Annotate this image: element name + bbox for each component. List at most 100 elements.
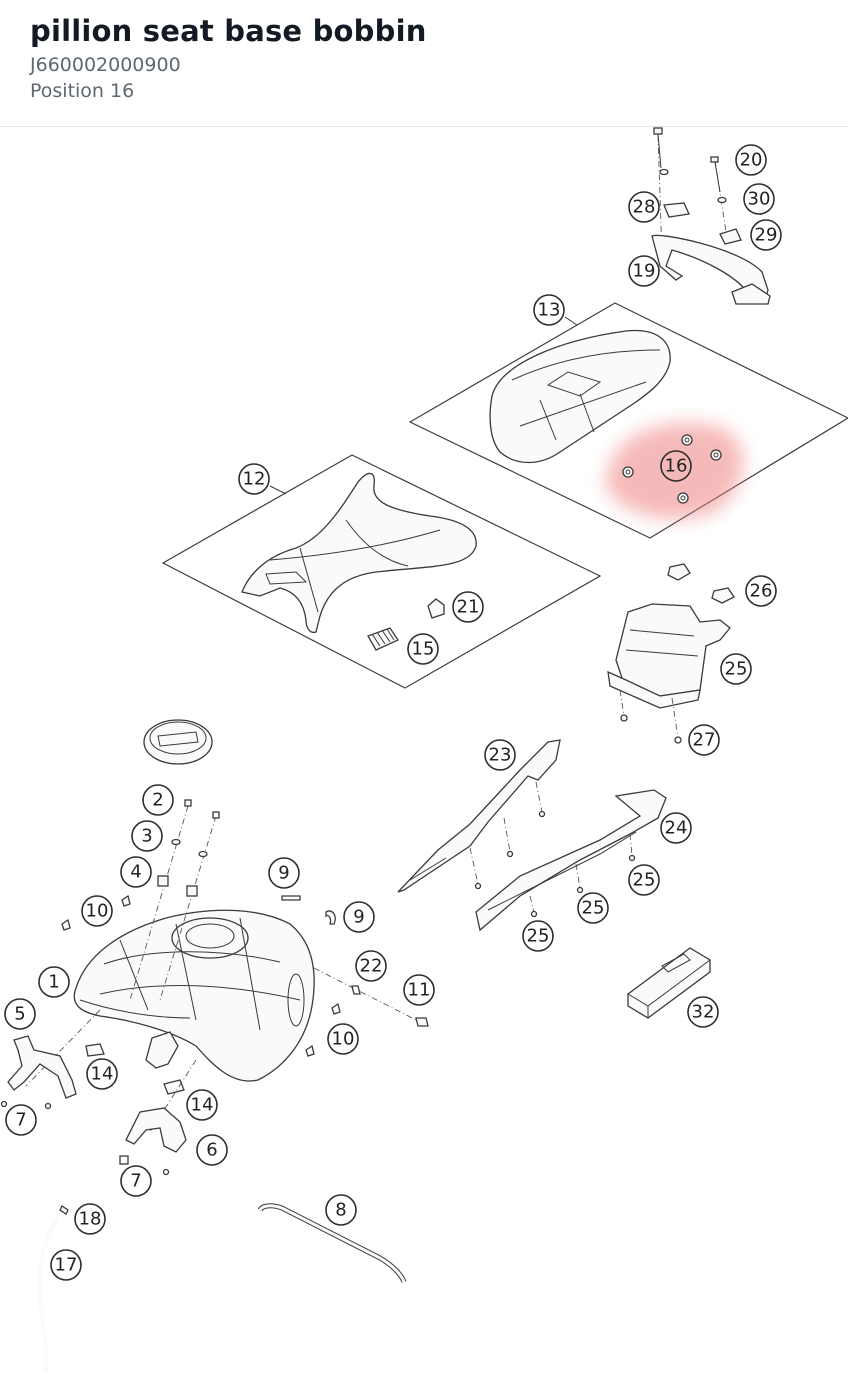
exploded-parts-diagram: 20 30 28 29 19 13 16 12 21 15 26 25 27 2… [0, 127, 848, 1390]
svg-text:8: 8 [335, 1200, 346, 1221]
callout-13[interactable]: 13 [533, 294, 565, 326]
callout-14-a[interactable]: 14 [86, 1058, 118, 1090]
svg-text:15: 15 [412, 639, 435, 660]
callout-9-a[interactable]: 9 [268, 857, 300, 889]
rider-seat-frame [161, 454, 602, 689]
callout-16[interactable]: 16 [660, 450, 692, 482]
highlight-area [605, 422, 744, 519]
callout-15[interactable]: 15 [407, 633, 439, 665]
callout-25-b[interactable]: 25 [577, 892, 609, 924]
leader-lines [269, 316, 578, 495]
callout-24[interactable]: 24 [660, 812, 692, 844]
callout-26[interactable]: 25 [720, 653, 752, 685]
svg-text:26: 26 [750, 581, 773, 602]
callout-28[interactable]: 27 [688, 724, 720, 756]
svg-text:19: 19 [633, 261, 656, 282]
drain-hose [36, 1205, 69, 1373]
callout-4[interactable]: 4 [120, 856, 152, 888]
part-title: pillion seat base bobbin [30, 14, 427, 48]
callout-27[interactable]: 26 [745, 575, 777, 607]
svg-text:18: 18 [79, 1209, 102, 1230]
callout-25-a[interactable]: 25 [628, 864, 660, 896]
svg-text:6: 6 [206, 1140, 217, 1161]
svg-text:10: 10 [86, 901, 109, 922]
callout-7-b[interactable]: 7 [120, 1165, 152, 1197]
svg-text:27: 27 [693, 730, 716, 751]
svg-text:3: 3 [141, 826, 152, 847]
rider-seat [241, 472, 477, 634]
callout-7-a[interactable]: 7 [5, 1104, 37, 1136]
callout-8[interactable]: 8 [325, 1194, 357, 1226]
seat-lock-part [427, 598, 445, 619]
callout-18[interactable]: 18 [74, 1203, 106, 1235]
svg-text:21: 21 [457, 597, 480, 618]
callout-10-a[interactable]: 10 [81, 895, 113, 927]
callout-14-b[interactable]: 14 [186, 1089, 218, 1121]
callout-29[interactable]: 28 [628, 191, 660, 223]
svg-text:2: 2 [152, 790, 163, 811]
part-number: J660002000900 [30, 54, 181, 76]
seat-base-bobbins [622, 434, 722, 504]
seat-pad-part [367, 627, 399, 651]
svg-text:7: 7 [130, 1171, 141, 1192]
fuel-tank [73, 909, 429, 1082]
callout-1[interactable]: 1 [38, 966, 70, 998]
pillion-seat-frame [408, 302, 848, 539]
svg-text:1: 1 [48, 972, 59, 993]
svg-text:28: 28 [633, 197, 656, 218]
position-label: Position 16 [30, 80, 135, 102]
callout-31[interactable]: 30 [743, 183, 775, 215]
callout-11[interactable]: 11 [403, 974, 435, 1006]
callout-30[interactable]: 29 [750, 219, 782, 251]
svg-text:11: 11 [408, 980, 431, 1001]
svg-text:25: 25 [725, 659, 748, 680]
callout-6[interactable]: 6 [196, 1134, 228, 1166]
tank-brackets [0, 1009, 197, 1176]
subframe-left [397, 739, 561, 893]
svg-text:16: 16 [665, 456, 688, 477]
svg-text:4: 4 [130, 862, 141, 883]
callout-23[interactable]: 23 [484, 739, 516, 771]
callout-10-b[interactable]: 10 [327, 1023, 359, 1055]
callout-32[interactable]: 32 [687, 996, 719, 1028]
callout-22[interactable]: 22 [355, 950, 387, 982]
callout-12[interactable]: 12 [238, 463, 270, 495]
callout-9-b[interactable]: 9 [343, 901, 375, 933]
svg-text:7: 7 [15, 1110, 26, 1131]
tank-cover-group [607, 563, 735, 744]
callout-21[interactable]: 21 [452, 591, 484, 623]
svg-text:29: 29 [755, 225, 778, 246]
svg-text:24: 24 [665, 818, 688, 839]
svg-text:32: 32 [692, 1002, 715, 1023]
svg-text:14: 14 [91, 1064, 114, 1085]
svg-text:20: 20 [740, 150, 763, 171]
svg-text:9: 9 [353, 907, 364, 928]
grab-handle-group [651, 127, 771, 305]
callout-2[interactable]: 2 [142, 784, 174, 816]
pillion-seat [489, 329, 671, 464]
svg-text:30: 30 [748, 189, 771, 210]
svg-text:25: 25 [582, 898, 605, 919]
svg-text:13: 13 [538, 300, 561, 321]
svg-text:25: 25 [633, 870, 656, 891]
svg-text:5: 5 [14, 1004, 25, 1025]
seal-strip [257, 1203, 407, 1283]
callout-25-c[interactable]: 25 [522, 920, 554, 952]
svg-text:22: 22 [360, 956, 383, 977]
callout-3[interactable]: 3 [131, 820, 163, 852]
part-header: pillion seat base bobbin J660002000900 P… [0, 0, 848, 127]
callout-19[interactable]: 19 [628, 255, 660, 287]
subframe-right [469, 789, 667, 932]
svg-text:14: 14 [191, 1095, 214, 1116]
svg-text:12: 12 [243, 469, 266, 490]
svg-text:10: 10 [332, 1029, 355, 1050]
callout-5[interactable]: 5 [4, 998, 36, 1030]
callout-17[interactable]: 17 [50, 1249, 82, 1281]
rubber-pad-part [627, 947, 711, 1019]
svg-text:9: 9 [278, 863, 289, 884]
tank-bolts [61, 799, 341, 1057]
callout-20[interactable]: 20 [735, 144, 767, 176]
fuel-cap-part [143, 719, 213, 765]
svg-text:17: 17 [55, 1255, 78, 1276]
svg-text:23: 23 [489, 745, 512, 766]
